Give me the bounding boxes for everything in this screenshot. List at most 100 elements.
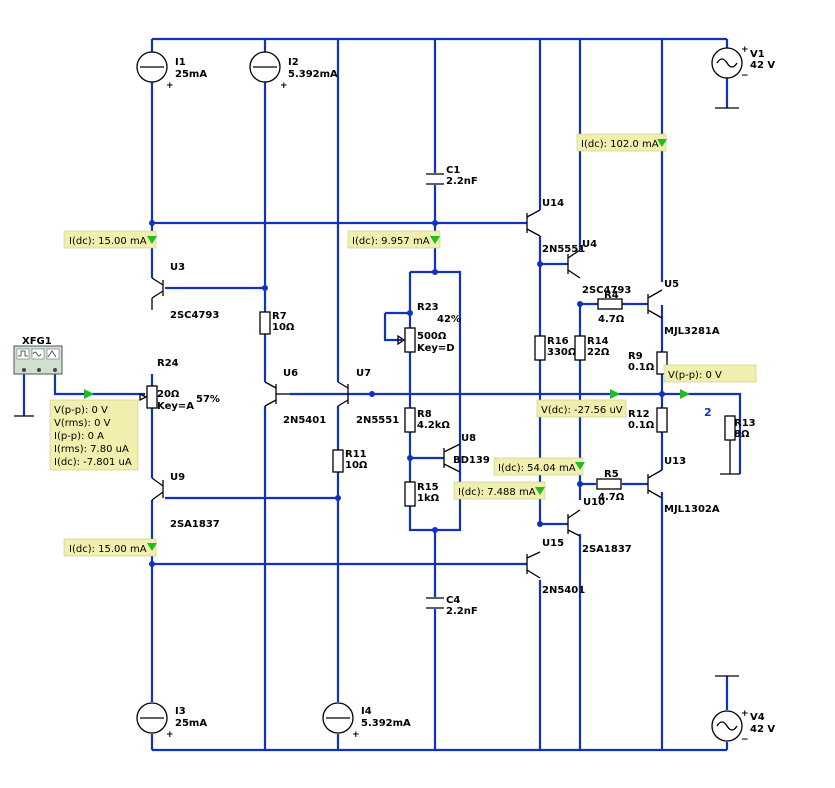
svg-text:V(rms): 0 V: V(rms): 0 V: [54, 418, 111, 429]
capacitor-c1[interactable]: C1 2.2nF: [426, 165, 478, 187]
svg-text:U4: U4: [582, 239, 597, 250]
svg-text:2N5401: 2N5401: [542, 585, 585, 596]
svg-text:I(dc): 54.04 mA: I(dc): 54.04 mA: [498, 463, 576, 474]
svg-text:MJL1302A: MJL1302A: [664, 504, 720, 515]
svg-text:+: +: [352, 730, 360, 740]
svg-text:22Ω: 22Ω: [587, 347, 610, 358]
potentiometer-r24[interactable]: R24 20Ω Key=A 57%: [139, 358, 220, 412]
probe-u3[interactable]: I(dc): 15.00 mA: [63, 230, 157, 249]
transistor-u8[interactable]: U8 BD139: [443, 433, 490, 473]
resistor-r8[interactable]: R8 4.2kΩ: [404, 407, 450, 433]
svg-text:R7: R7: [272, 311, 287, 322]
current-source-i3[interactable]: I3 25mA +: [136, 702, 207, 740]
node-label-2: 2: [704, 406, 712, 419]
svg-text:I(dc): -7.801 uA: I(dc): -7.801 uA: [54, 457, 132, 468]
svg-text:U6: U6: [283, 368, 298, 379]
svg-text:0.1Ω: 0.1Ω: [628, 420, 655, 431]
svg-text:10Ω: 10Ω: [345, 460, 368, 471]
svg-text:U10: U10: [583, 497, 605, 508]
svg-text:+: +: [741, 709, 749, 719]
resistor-r12[interactable]: R12 0.1Ω: [628, 407, 668, 433]
probe-r15[interactable]: I(dc): 7.488 mA: [453, 481, 546, 500]
transistor-u13[interactable]: U13 MJL1302A: [647, 456, 720, 515]
svg-text:2SA1837: 2SA1837: [582, 544, 632, 555]
probe-u9[interactable]: I(dc): 15.00 mA: [63, 538, 157, 557]
svg-text:2SC4793: 2SC4793: [170, 310, 219, 321]
svg-text:I(p-p): 0 A: I(p-p): 0 A: [54, 431, 104, 442]
transistor-u7[interactable]: U7 2N5551: [337, 368, 399, 426]
potentiometer-r23[interactable]: R23 42% 500Ω Key=D: [397, 302, 461, 354]
resistor-r13[interactable]: R13 8Ω: [720, 415, 756, 475]
svg-text:U5: U5: [664, 279, 679, 290]
resistor-r9[interactable]: R9 0.1Ω: [628, 351, 668, 375]
probe-u10[interactable]: I(dc): 54.04 mA: [493, 457, 585, 476]
svg-text:+: +: [166, 730, 174, 740]
current-source-i4[interactable]: I4 5.392mA +: [322, 702, 411, 740]
svg-text:1kΩ: 1kΩ: [417, 493, 440, 504]
transistor-u4[interactable]: U4 2SC4793: [567, 239, 631, 296]
resistor-r5[interactable]: R5 4.7Ω: [596, 469, 625, 503]
resistor-r15[interactable]: R15 1kΩ: [404, 481, 440, 507]
transistor-u15[interactable]: U15 2N5401: [526, 538, 585, 596]
svg-text:U3: U3: [170, 262, 185, 273]
svg-text:2N5551: 2N5551: [542, 244, 585, 255]
svg-text:I(rms): 7.80 uA: I(rms): 7.80 uA: [54, 444, 129, 455]
svg-text:2.2nF: 2.2nF: [446, 606, 478, 617]
svg-text:R9: R9: [628, 351, 643, 362]
junctions: [149, 220, 665, 567]
probe-output-vdc[interactable]: V(dc): -27.56 uV: [536, 389, 690, 418]
transistor-u9[interactable]: U9 2SA1837: [151, 472, 220, 530]
svg-text:I(dc): 9.957 mA: I(dc): 9.957 mA: [352, 236, 430, 247]
transistor-u5[interactable]: U5 MJL3281A: [647, 279, 720, 337]
probe-c1[interactable]: I(dc): 9.957 mA: [347, 230, 441, 249]
wire-vbe-box[interactable]: [408, 270, 462, 532]
svg-text:2N5401: 2N5401: [283, 415, 326, 426]
svg-text:R24: R24: [157, 358, 179, 369]
voltage-source-v4[interactable]: + − V4 42 V: [711, 675, 775, 745]
current-source-i2[interactable]: I2 5.392mA +: [249, 51, 338, 91]
svg-text:500Ω: 500Ω: [417, 331, 447, 342]
svg-text:I(dc): 7.488 mA: I(dc): 7.488 mA: [458, 487, 536, 498]
resistor-r4[interactable]: R4 4.7Ω: [597, 290, 625, 325]
i1-value: 25mA: [175, 69, 207, 80]
svg-text:U7: U7: [356, 368, 371, 379]
svg-text:I(dc): 102.0 mA: I(dc): 102.0 mA: [581, 139, 659, 150]
i4-value: 5.392mA: [361, 718, 411, 729]
i3-name: I3: [175, 706, 186, 717]
svg-text:−: −: [741, 735, 749, 745]
wire-gen[interactable]: [53, 372, 145, 396]
svg-text:R13: R13: [734, 418, 756, 429]
resistor-r14[interactable]: R14 22Ω: [574, 335, 610, 361]
probe-output-vpp[interactable]: V(p-p): 0 V: [663, 364, 757, 383]
i4-name: I4: [361, 706, 372, 717]
svg-text:Key=A: Key=A: [157, 401, 194, 412]
svg-text:R14: R14: [587, 336, 609, 347]
resistor-r7[interactable]: R7 10Ω: [259, 311, 295, 335]
transistor-u10[interactable]: U10 2SA1837: [567, 497, 632, 555]
svg-text:I(dc): 15.00 mA: I(dc): 15.00 mA: [69, 544, 147, 555]
svg-text:R16: R16: [547, 336, 569, 347]
probe-input[interactable]: V(p-p): 0 V V(rms): 0 V I(p-p): 0 A I(rm…: [49, 389, 139, 471]
svg-text:2SA1837: 2SA1837: [170, 519, 220, 530]
svg-text:V(p-p): 0 V: V(p-p): 0 V: [54, 405, 108, 416]
svg-text:I(dc): 15.00 mA: I(dc): 15.00 mA: [69, 236, 147, 247]
transistor-u6[interactable]: U6 2N5401: [264, 368, 326, 426]
transistor-u14[interactable]: U14 2N5551: [526, 198, 585, 255]
capacitor-c4[interactable]: C4 2.2nF: [426, 595, 478, 617]
current-source-i1[interactable]: I1 25mA +: [136, 51, 207, 91]
probe-v1-current[interactable]: I(dc): 102.0 mA: [576, 133, 667, 152]
resistor-r16[interactable]: R16 330Ω: [534, 335, 577, 361]
v4-name: V4: [750, 712, 765, 723]
function-generator-xfg1[interactable]: XFG1: [13, 336, 63, 417]
svg-text:Key=D: Key=D: [417, 343, 455, 354]
svg-text:MJL3281A: MJL3281A: [664, 326, 720, 337]
svg-text:4.7Ω: 4.7Ω: [598, 314, 625, 325]
v1-value: 42 V: [750, 60, 775, 71]
voltage-source-v1[interactable]: + − V1 42 V: [711, 45, 775, 109]
transistor-u3[interactable]: U3 2SC4793: [151, 262, 219, 321]
svg-text:42%: 42%: [437, 314, 461, 325]
resistor-r11[interactable]: R11 10Ω: [332, 449, 368, 473]
svg-text:R15: R15: [417, 482, 439, 493]
svg-text:2N5551: 2N5551: [356, 415, 399, 426]
